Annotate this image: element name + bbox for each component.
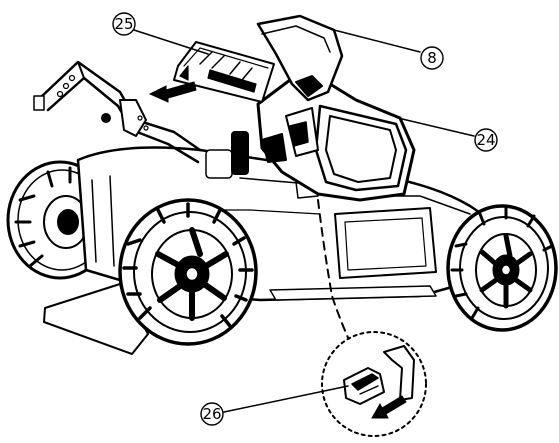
callout-8: 8: [420, 46, 444, 70]
callout-24-label: 24: [476, 131, 495, 149]
front-left-wheel: [118, 198, 258, 346]
front-right-wheel: [446, 204, 558, 332]
callout-25: 25: [112, 12, 136, 36]
rear-flap: [43, 283, 149, 355]
pull-arrow-icon: [371, 395, 407, 419]
detail-leader-line: [317, 199, 351, 343]
removal-arrow-icon: [148, 81, 197, 103]
mower-handle: [33, 60, 202, 164]
callout-25-label: 25: [114, 15, 133, 33]
callout-24: 24: [474, 128, 498, 152]
leader-lines: [133, 29, 475, 413]
callout-26: 26: [200, 402, 224, 426]
detail-circle: [321, 331, 427, 437]
battery-lid: [256, 14, 344, 102]
battery-pack: [173, 41, 275, 103]
callout-26-label: 26: [202, 405, 221, 423]
callout-8-label: 8: [427, 49, 437, 67]
